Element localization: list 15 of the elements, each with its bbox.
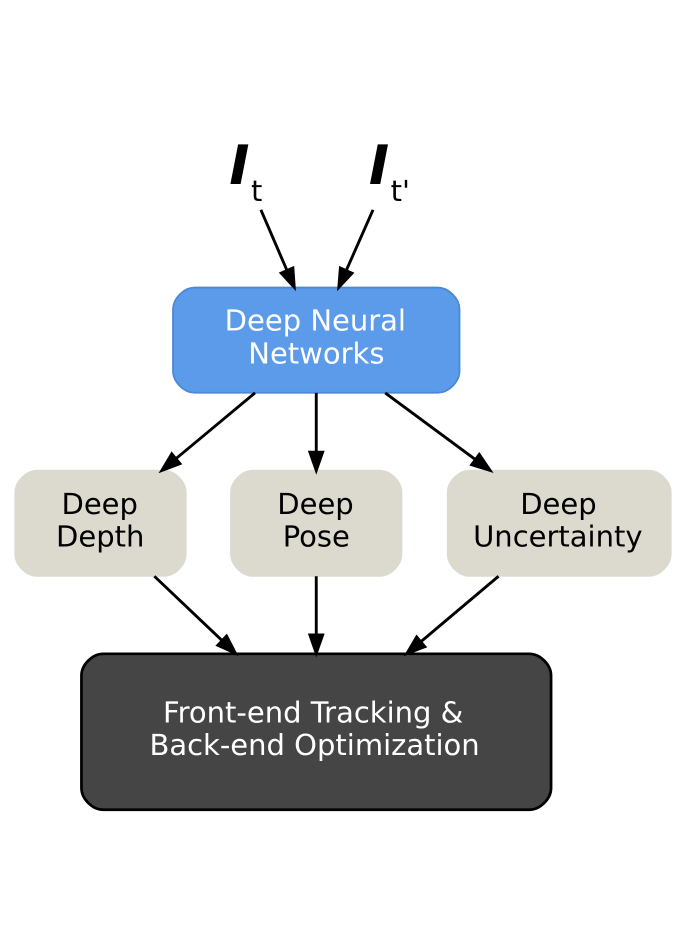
arrow [337,209,374,292]
node-box: Deep Pose [230,470,402,577]
arrow [308,576,325,658]
node-text: I$_{t'}$ [368,134,410,208]
arrow [158,392,256,474]
node-text: I$_{t}$ [229,134,262,208]
arrow [153,575,239,656]
node-box: Deep Neural Networks [172,286,460,394]
node-box: Deep Uncertainty [446,470,672,577]
node-box: Front-end Tracking & Back-end Optimization [80,652,552,812]
arrow [404,575,500,656]
arrow [308,392,325,475]
arrow [384,392,494,473]
arrow [260,209,296,292]
node-box: Deep Depth [14,470,187,577]
